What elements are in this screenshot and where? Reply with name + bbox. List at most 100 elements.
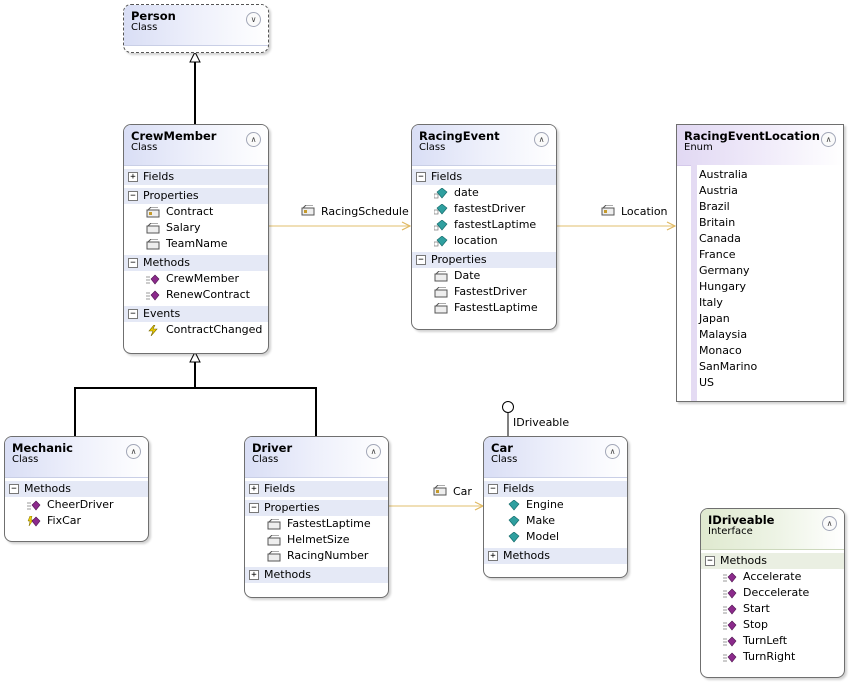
class-car[interactable]: Car Class ∧ −Fields Engine Make Model +M… <box>483 436 628 578</box>
list-item[interactable]: FixCar <box>5 513 148 529</box>
chevron-up-icon[interactable]: ∧ <box>822 516 837 531</box>
section-fields[interactable]: −Fields <box>412 169 556 185</box>
chevron-up-icon[interactable]: ∧ <box>126 444 141 459</box>
list-item[interactable]: date <box>412 185 556 201</box>
enum-values: Australia Austria Brazil Britain Canada … <box>697 165 843 401</box>
enum-value[interactable]: Brazil <box>699 200 730 213</box>
list-item[interactable]: FastestLaptime <box>245 516 388 532</box>
list-item[interactable]: RenewContract <box>124 287 268 303</box>
list-item[interactable]: Model <box>484 529 627 545</box>
enum-value[interactable]: Britain <box>699 216 736 229</box>
enum-value[interactable]: US <box>699 376 715 389</box>
association-location[interactable]: Location <box>601 205 668 218</box>
list-item[interactable]: fastestLaptime <box>412 217 556 233</box>
class-title: Driver <box>252 441 293 455</box>
list-item[interactable]: Date <box>412 268 556 284</box>
section-events[interactable]: −Events <box>124 306 268 322</box>
class-crewmember[interactable]: CrewMember Class ∧ +Fields −Properties C… <box>123 124 269 354</box>
enum-value[interactable]: Hungary <box>699 280 746 293</box>
method-icon <box>723 604 737 615</box>
chevron-up-icon[interactable]: ∧ <box>366 444 381 459</box>
enum-value[interactable]: Austria <box>699 184 738 197</box>
method-icon <box>723 588 737 599</box>
enum-value[interactable]: Italy <box>699 296 723 309</box>
section-methods[interactable]: −Methods <box>124 255 268 271</box>
list-item[interactable]: Engine <box>484 497 627 513</box>
expand-icon[interactable]: + <box>249 570 259 580</box>
class-header: Person Class ∨ <box>124 5 268 46</box>
section-methods[interactable]: +Methods <box>245 567 388 583</box>
property-name: RacingNumber <box>287 549 369 562</box>
collapse-icon[interactable]: − <box>488 484 498 494</box>
enum-value[interactable]: Canada <box>699 232 741 245</box>
list-item[interactable]: HelmetSize <box>245 532 388 548</box>
list-item[interactable]: TeamName <box>124 236 268 252</box>
class-person[interactable]: Person Class ∨ <box>123 4 269 53</box>
method-icon <box>723 620 737 631</box>
list-item[interactable]: CrewMember <box>124 271 268 287</box>
enum-racingeventlocation[interactable]: RacingEventLocation Enum ∧ Australia Aus… <box>676 124 844 402</box>
collapse-icon[interactable]: − <box>128 191 138 201</box>
collapse-icon[interactable]: − <box>416 255 426 265</box>
collapse-icon[interactable]: − <box>249 503 259 513</box>
list-item[interactable]: location <box>412 233 556 249</box>
enum-value[interactable]: Malaysia <box>699 328 748 341</box>
chevron-up-icon[interactable]: ∧ <box>605 444 620 459</box>
section-fields[interactable]: +Fields <box>245 481 388 497</box>
list-item[interactable]: Accelerate <box>701 569 844 585</box>
list-item[interactable]: fastestDriver <box>412 201 556 217</box>
list-item[interactable]: Contract <box>124 204 268 220</box>
section-fields[interactable]: + Fields <box>124 169 268 185</box>
list-item[interactable]: Make <box>484 513 627 529</box>
section-label: Fields <box>143 170 175 183</box>
expand-icon[interactable]: + <box>128 172 138 182</box>
list-item[interactable]: FastestLaptime <box>412 300 556 316</box>
list-item[interactable]: Deccelerate <box>701 585 844 601</box>
enum-value[interactable]: Australia <box>699 168 748 181</box>
enum-value[interactable]: Monaco <box>699 344 742 357</box>
class-racingevent[interactable]: RacingEvent Class ∧ −Fields date fastest… <box>411 124 557 330</box>
section-properties[interactable]: −Properties <box>412 252 556 268</box>
list-item[interactable]: RacingNumber <box>245 548 388 564</box>
list-item[interactable]: FastestDriver <box>412 284 556 300</box>
chevron-up-icon[interactable]: ∧ <box>821 132 836 147</box>
expand-icon[interactable]: + <box>249 484 259 494</box>
list-item[interactable]: Stop <box>701 617 844 633</box>
class-mechanic[interactable]: Mechanic Class ∧ −Methods CheerDriver Fi… <box>4 436 149 542</box>
section-properties[interactable]: −Properties <box>245 500 388 516</box>
collapse-icon[interactable]: − <box>705 556 715 566</box>
property-name: FastestLaptime <box>287 517 371 530</box>
method-name: Accelerate <box>743 570 802 583</box>
interface-header: IDriveable Interface ∧ <box>701 509 844 550</box>
class-driver[interactable]: Driver Class ∧ +Fields −Properties Faste… <box>244 436 389 598</box>
section-properties[interactable]: −Properties <box>124 188 268 204</box>
enum-value[interactable]: Germany <box>699 264 750 277</box>
list-item[interactable]: CheerDriver <box>5 497 148 513</box>
collapse-icon[interactable]: − <box>9 484 19 494</box>
method-icon <box>27 516 41 527</box>
enum-value[interactable]: Japan <box>699 312 730 325</box>
list-item[interactable]: TurnRight <box>701 649 844 665</box>
chevron-up-icon[interactable]: ∧ <box>246 132 261 147</box>
expand-icon[interactable]: + <box>488 551 498 561</box>
interface-idriveable[interactable]: IDriveable Interface ∧ −Methods Accelera… <box>700 508 845 678</box>
lollipop-label: IDriveable <box>513 416 569 429</box>
enum-value[interactable]: SanMarino <box>699 360 758 373</box>
association-racingschedule[interactable]: RacingSchedule <box>301 205 409 218</box>
enum-value[interactable]: France <box>699 248 736 261</box>
collapse-icon[interactable]: − <box>128 309 138 319</box>
list-item[interactable]: TurnLeft <box>701 633 844 649</box>
section-fields[interactable]: −Fields <box>484 481 627 497</box>
section-methods[interactable]: −Methods <box>5 481 148 497</box>
collapse-icon[interactable]: − <box>416 172 426 182</box>
list-item[interactable]: ContractChanged <box>124 322 268 338</box>
section-methods[interactable]: −Methods <box>701 553 844 569</box>
chevron-down-icon[interactable]: ∨ <box>246 12 261 27</box>
collapse-icon[interactable]: − <box>128 258 138 268</box>
method-name: TurnRight <box>743 650 796 663</box>
list-item[interactable]: Start <box>701 601 844 617</box>
section-methods[interactable]: +Methods <box>484 548 627 564</box>
list-item[interactable]: Salary <box>124 220 268 236</box>
chevron-up-icon[interactable]: ∧ <box>534 132 549 147</box>
association-car[interactable]: Car <box>433 485 472 498</box>
